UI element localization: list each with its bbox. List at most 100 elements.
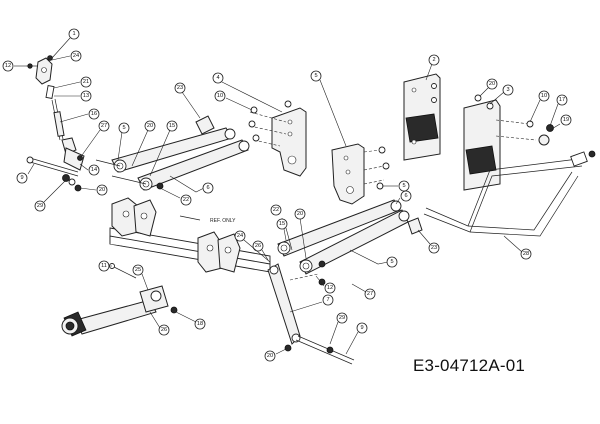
svg-text:27: 27 xyxy=(367,291,373,297)
drive-shaft xyxy=(61,263,178,337)
callout-2: 2 xyxy=(425,54,440,81)
callout-20-lower: 20 xyxy=(264,347,289,362)
svg-text:6: 6 xyxy=(404,193,407,199)
callout-15-left-arm: 15 xyxy=(149,120,178,177)
lift-arm-left xyxy=(95,127,250,191)
svg-text:10: 10 xyxy=(541,93,547,99)
svg-text:18: 18 xyxy=(197,321,203,327)
callout-17: 17 xyxy=(549,94,568,127)
bracket-part-2 xyxy=(403,73,441,161)
svg-text:15: 15 xyxy=(169,123,175,129)
callout-6-left-arm: 6 xyxy=(169,175,214,194)
callout-23-right: 23 xyxy=(417,229,440,254)
callout-5-right: 5 xyxy=(382,180,410,192)
svg-text:9: 9 xyxy=(20,175,23,181)
svg-text:20: 20 xyxy=(267,353,273,359)
callout-25: 25 xyxy=(132,264,149,291)
callout-12: 12 xyxy=(2,60,26,72)
callout-20-left-arm: 20 xyxy=(131,120,156,167)
svg-text:20: 20 xyxy=(489,81,495,87)
callout-15-right-arm: 15 xyxy=(276,218,293,251)
callout-5-center: 5 xyxy=(310,70,347,147)
svg-text:29: 29 xyxy=(37,203,43,209)
callout-4: 4 xyxy=(212,72,283,113)
svg-text:9: 9 xyxy=(360,325,363,331)
svg-text:14: 14 xyxy=(91,167,97,173)
svg-text:15: 15 xyxy=(279,221,285,227)
svg-text:2: 2 xyxy=(432,57,435,63)
deck-lift-frame: REF. ONLY xyxy=(109,197,271,273)
callout-29-left: 29 xyxy=(34,179,67,212)
callout-12-lower: 12 xyxy=(315,275,336,294)
svg-text:5: 5 xyxy=(122,125,125,131)
svg-text:7: 7 xyxy=(326,297,329,303)
link-part-7 xyxy=(267,263,355,365)
callout-5-right-arm: 5 xyxy=(349,249,398,268)
svg-text:23: 23 xyxy=(177,85,183,91)
bracket-part-4 xyxy=(195,100,307,177)
svg-text:20: 20 xyxy=(297,211,303,217)
svg-text:23: 23 xyxy=(431,245,437,251)
lift-rod-assembly xyxy=(26,55,77,155)
svg-text:21: 21 xyxy=(83,79,89,85)
svg-text:1: 1 xyxy=(72,31,75,37)
svg-text:16: 16 xyxy=(91,111,97,117)
callout-22-left-arm: 22 xyxy=(159,187,192,206)
callout-27-lower: 27 xyxy=(351,283,376,300)
svg-text:20: 20 xyxy=(99,187,105,193)
callout-19: 19 xyxy=(549,114,572,131)
callout-6-right: 6 xyxy=(395,190,412,205)
lift-handle-part-28 xyxy=(423,150,596,237)
lift-arm-right xyxy=(277,199,423,275)
callout-20-right: 20 xyxy=(479,78,498,97)
svg-text:13: 13 xyxy=(83,93,89,99)
callout-21: 21 xyxy=(53,76,92,89)
callout-1: 1 xyxy=(51,28,80,59)
svg-text:4: 4 xyxy=(216,75,219,81)
callout-23-left: 23 xyxy=(174,82,201,119)
svg-text:20: 20 xyxy=(147,123,153,129)
callout-10-right: 10 xyxy=(529,90,550,123)
callout-26-center: 26 xyxy=(252,240,269,261)
svg-text:3: 3 xyxy=(506,87,509,93)
bracket-part-3 xyxy=(463,94,554,191)
callout-27: 27 xyxy=(79,120,110,159)
callout-9-left: 9 xyxy=(16,163,35,184)
svg-text:19: 19 xyxy=(563,117,569,123)
svg-text:6: 6 xyxy=(206,185,209,191)
svg-text:26: 26 xyxy=(255,243,261,249)
svg-text:24: 24 xyxy=(73,53,79,59)
bracket-part-5 xyxy=(331,143,390,205)
svg-text:22: 22 xyxy=(273,207,279,213)
svg-text:5: 5 xyxy=(390,259,393,265)
svg-text:22: 22 xyxy=(183,197,189,203)
callout-20-left: 20 xyxy=(79,184,108,196)
callout-29-lower: 29 xyxy=(329,312,348,345)
drawing-code-label: E3-04712A-01 xyxy=(413,356,526,375)
pivot-pin-cluster xyxy=(26,147,85,192)
svg-text:29: 29 xyxy=(339,315,345,321)
svg-text:10: 10 xyxy=(217,93,223,99)
ref-only-label: REF. ONLY xyxy=(210,218,236,224)
svg-text:5: 5 xyxy=(314,73,317,79)
callout-5-left-arm: 5 xyxy=(117,122,130,161)
callout-16: 16 xyxy=(59,108,100,123)
callout-26-shaft: 26 xyxy=(149,311,170,336)
svg-text:12: 12 xyxy=(5,63,11,69)
callout-20-right-arm: 20 xyxy=(294,208,307,259)
callout-11: 11 xyxy=(98,260,112,272)
callout-28: 28 xyxy=(503,235,532,260)
svg-text:28: 28 xyxy=(523,251,529,257)
svg-text:26: 26 xyxy=(161,327,167,333)
callout-13: 13 xyxy=(54,90,92,102)
svg-text:11: 11 xyxy=(101,263,107,269)
callout-7: 7 xyxy=(289,294,334,313)
svg-text:17: 17 xyxy=(559,97,565,103)
callout-24: 24 xyxy=(51,50,82,62)
callout-10-center: 10 xyxy=(214,90,253,111)
callout-3: 3 xyxy=(489,84,514,105)
callout-18: 18 xyxy=(175,311,206,330)
callout-9-lower: 9 xyxy=(345,322,368,355)
callout-14: 14 xyxy=(79,163,100,176)
